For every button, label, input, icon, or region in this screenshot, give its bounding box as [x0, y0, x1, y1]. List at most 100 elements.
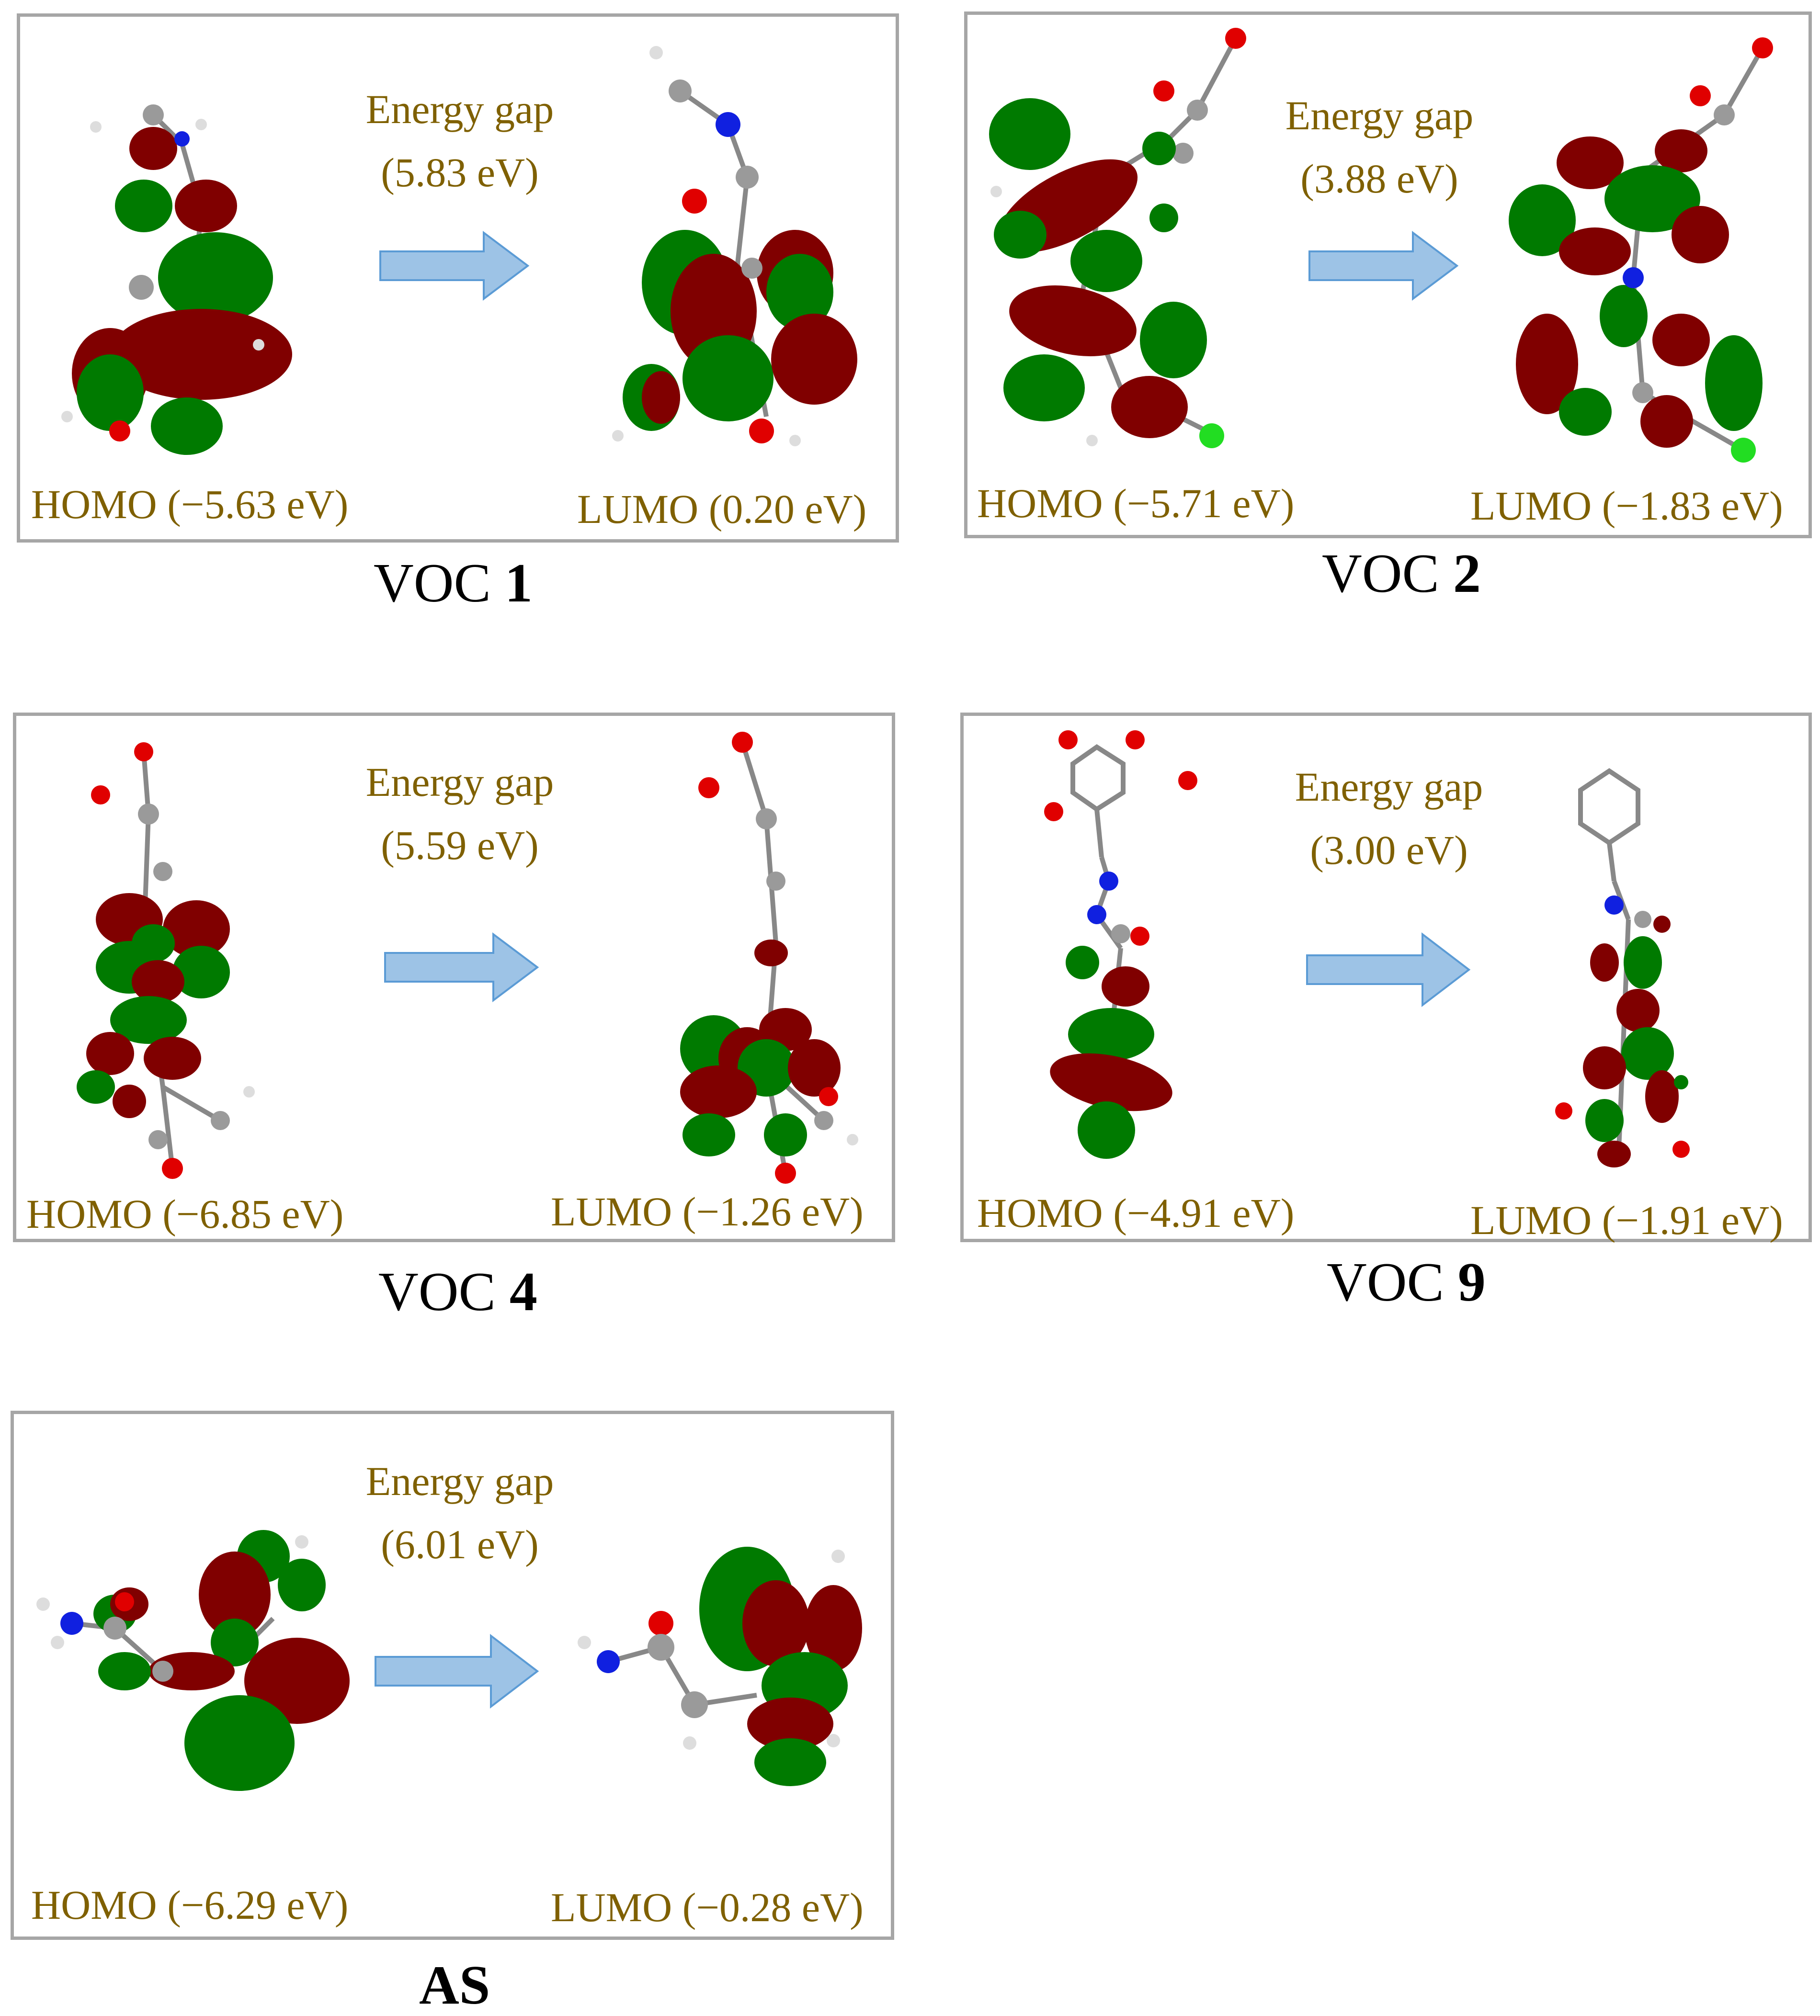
atom	[789, 435, 801, 446]
atom	[143, 104, 164, 125]
orbital-lobe	[742, 1580, 809, 1666]
energy-gap-label: Energy gap (5.83 eV)	[364, 89, 556, 193]
atom	[1731, 438, 1756, 463]
orbital-lobe	[788, 1039, 841, 1097]
energy-gap-value: (3.00 eV)	[1310, 827, 1468, 873]
atom	[749, 419, 774, 443]
atom	[732, 732, 753, 753]
orbital-lobe	[766, 254, 833, 330]
atom	[295, 1535, 308, 1549]
atom	[1674, 1075, 1688, 1089]
orbital-lobe	[771, 314, 857, 405]
atom	[1187, 100, 1208, 121]
orbital-lobe	[1645, 1070, 1679, 1123]
lumo-label: LUMO (−1.26 eV)	[551, 1189, 864, 1235]
orbital-lobe	[244, 1638, 350, 1724]
atom	[211, 1111, 230, 1130]
homo-orbital-voc-2	[989, 28, 1246, 448]
atom	[698, 777, 719, 798]
orbital-lobe	[1149, 204, 1178, 232]
orbital-lobe	[642, 371, 680, 424]
atom	[1111, 924, 1130, 943]
orbital-lobe	[1616, 989, 1660, 1032]
atom	[716, 112, 740, 137]
atom	[741, 258, 762, 279]
orbital-lobe	[1583, 1046, 1626, 1089]
orbital-lobe	[682, 1113, 735, 1156]
panel-title: VOC 1	[374, 553, 533, 614]
lumo-orbital-voc-9	[1555, 768, 1690, 1167]
orbital-lobe	[747, 1698, 833, 1750]
homo-label: HOMO (−5.63 eV)	[31, 481, 349, 527]
orbital-lobe	[1003, 354, 1085, 421]
arrow-icon	[1306, 932, 1471, 1008]
homo-orbital-voc-4	[77, 742, 255, 1179]
lumo-orbital-voc-1	[612, 46, 857, 446]
orbital-lobe	[1672, 206, 1729, 263]
energy-gap-label: Energy gap (3.88 eV)	[1284, 95, 1475, 199]
orbital-lobe	[1585, 1099, 1624, 1142]
atom	[597, 1650, 620, 1673]
orbital-lobe	[1624, 936, 1662, 989]
atom	[683, 1736, 696, 1750]
orbital-lobe	[1557, 136, 1624, 189]
energy-gap-label: Energy gap (5.59 eV)	[364, 761, 556, 866]
orbital-lobe	[1559, 227, 1631, 275]
atom	[1225, 28, 1246, 49]
energy-gap-value: (3.88 eV)	[1300, 156, 1458, 202]
arrow-icon	[375, 1633, 539, 1709]
atom	[827, 1734, 840, 1747]
orbital-lobe	[1066, 946, 1099, 979]
orbital-lobe	[77, 354, 144, 431]
atom	[129, 275, 154, 300]
energy-gap-label: Energy gap (3.00 eV)	[1293, 766, 1485, 871]
atom	[1172, 143, 1194, 164]
atom	[1099, 872, 1118, 891]
orbital-lobe	[151, 397, 223, 455]
orbital-lobe	[1559, 388, 1612, 436]
orbital-lobe	[1050, 1053, 1172, 1111]
orbital-lobe	[1652, 314, 1710, 366]
atom	[1199, 423, 1224, 448]
atom	[61, 411, 73, 422]
atom	[1058, 730, 1078, 749]
atom	[1178, 771, 1197, 790]
orbital-lobe	[86, 1032, 134, 1075]
orbital-lobe	[682, 335, 774, 421]
atom	[578, 1636, 591, 1649]
atom	[1672, 1141, 1690, 1158]
arrow-icon	[384, 932, 539, 1002]
orbital-lobe	[184, 1695, 295, 1791]
atom	[990, 186, 1002, 197]
orbital-lobe	[132, 960, 184, 1003]
atom	[775, 1163, 796, 1184]
orbital-lobe	[754, 1738, 826, 1786]
orbital-lobe	[1111, 376, 1188, 438]
orbital-lobe	[1621, 1027, 1674, 1080]
orbital-lobe	[110, 309, 292, 400]
orbital-lobe	[1597, 1141, 1631, 1167]
atom	[36, 1597, 50, 1611]
orbital-lobe	[158, 232, 273, 323]
orbital-lobe	[172, 946, 230, 998]
orbital-lobe	[1590, 943, 1619, 982]
homo-label: HOMO (−6.29 eV)	[31, 1882, 349, 1928]
orbital-lobe	[1640, 395, 1693, 448]
atom	[1634, 911, 1651, 928]
orbital-lobe	[754, 940, 788, 966]
lumo-label: LUMO (−0.28 eV)	[551, 1884, 864, 1930]
homo-orbital-voc-1	[61, 104, 292, 455]
lumo-orbital-voc-2	[1509, 37, 1773, 463]
orbital-lobe	[148, 1652, 235, 1690]
panel-title: AS	[419, 1955, 490, 2016]
orbital-lobe	[1102, 966, 1149, 1007]
atom	[756, 808, 777, 829]
atom	[148, 1130, 168, 1149]
atom	[1153, 80, 1174, 102]
orbital-lobe	[144, 1037, 201, 1080]
atom	[1623, 267, 1644, 288]
atom	[1632, 382, 1653, 403]
atom	[195, 119, 207, 130]
orbital-lobe	[994, 211, 1046, 259]
lumo-orbital-voc-4	[680, 732, 858, 1184]
